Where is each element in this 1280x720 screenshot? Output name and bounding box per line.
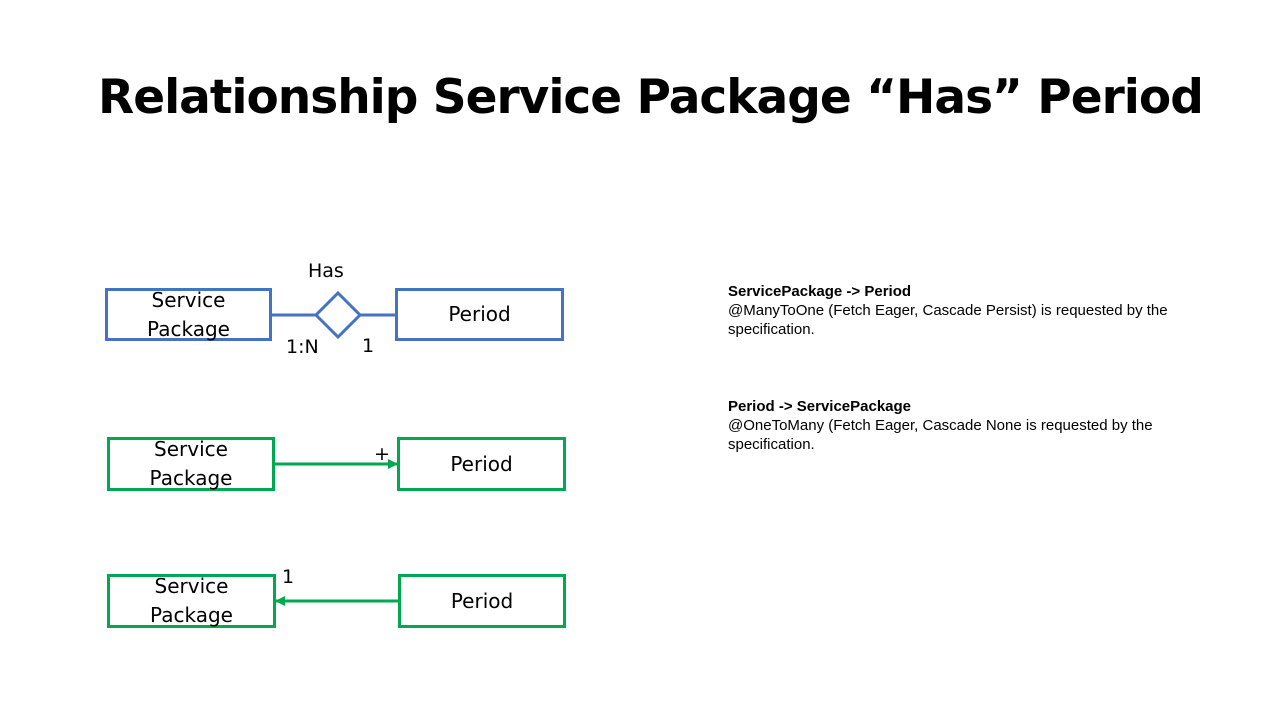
- relationship-label: Has: [308, 260, 344, 282]
- uml-forward-period-class: Period: [397, 437, 566, 491]
- slide-title: Relationship Service Package “Has” Perio…: [98, 70, 1204, 125]
- uml-backward-service-package-class: Service Package: [107, 574, 276, 628]
- note-heading: Period -> ServicePackage: [728, 398, 912, 415]
- class-name: Period: [450, 451, 513, 476]
- note-one-to-many: Period -> ServicePackage @OneToMany (Fet…: [728, 397, 1178, 454]
- class-name: Period: [450, 588, 514, 613]
- right-cardinality-label: 1: [362, 335, 375, 357]
- entity-name: Period: [448, 302, 511, 326]
- class-name-line2: Package: [150, 603, 233, 627]
- note-many-to-one: ServicePackage -> Period @ManyToOne (Fet…: [728, 282, 1178, 339]
- class-name-line1: Service: [154, 574, 229, 598]
- note-heading: ServicePackage -> Period: [728, 283, 912, 300]
- class-name-line2: Package: [149, 466, 233, 490]
- uml-forward-service-package-class: Service Package: [107, 437, 275, 491]
- note-text: @ManyToOne (Fetch Eager, Cascade Persist…: [728, 302, 1168, 338]
- uml-backward-period-class: Period: [398, 574, 566, 628]
- class-name-line1: Service: [154, 437, 228, 461]
- er-service-package-entity: Service Package: [105, 288, 272, 341]
- left-cardinality-label: 1:N: [286, 336, 319, 358]
- note-text: @OneToMany (Fetch Eager, Cascade None is…: [728, 417, 1153, 453]
- relationship-diamond: [313, 290, 363, 340]
- er-period-entity: Period: [395, 288, 564, 341]
- entity-name-line1: Service: [151, 287, 226, 312]
- backward-multiplicity-label: 1: [282, 566, 295, 588]
- forward-multiplicity-label: +: [374, 443, 390, 465]
- entity-name-line2: Package: [147, 316, 230, 341]
